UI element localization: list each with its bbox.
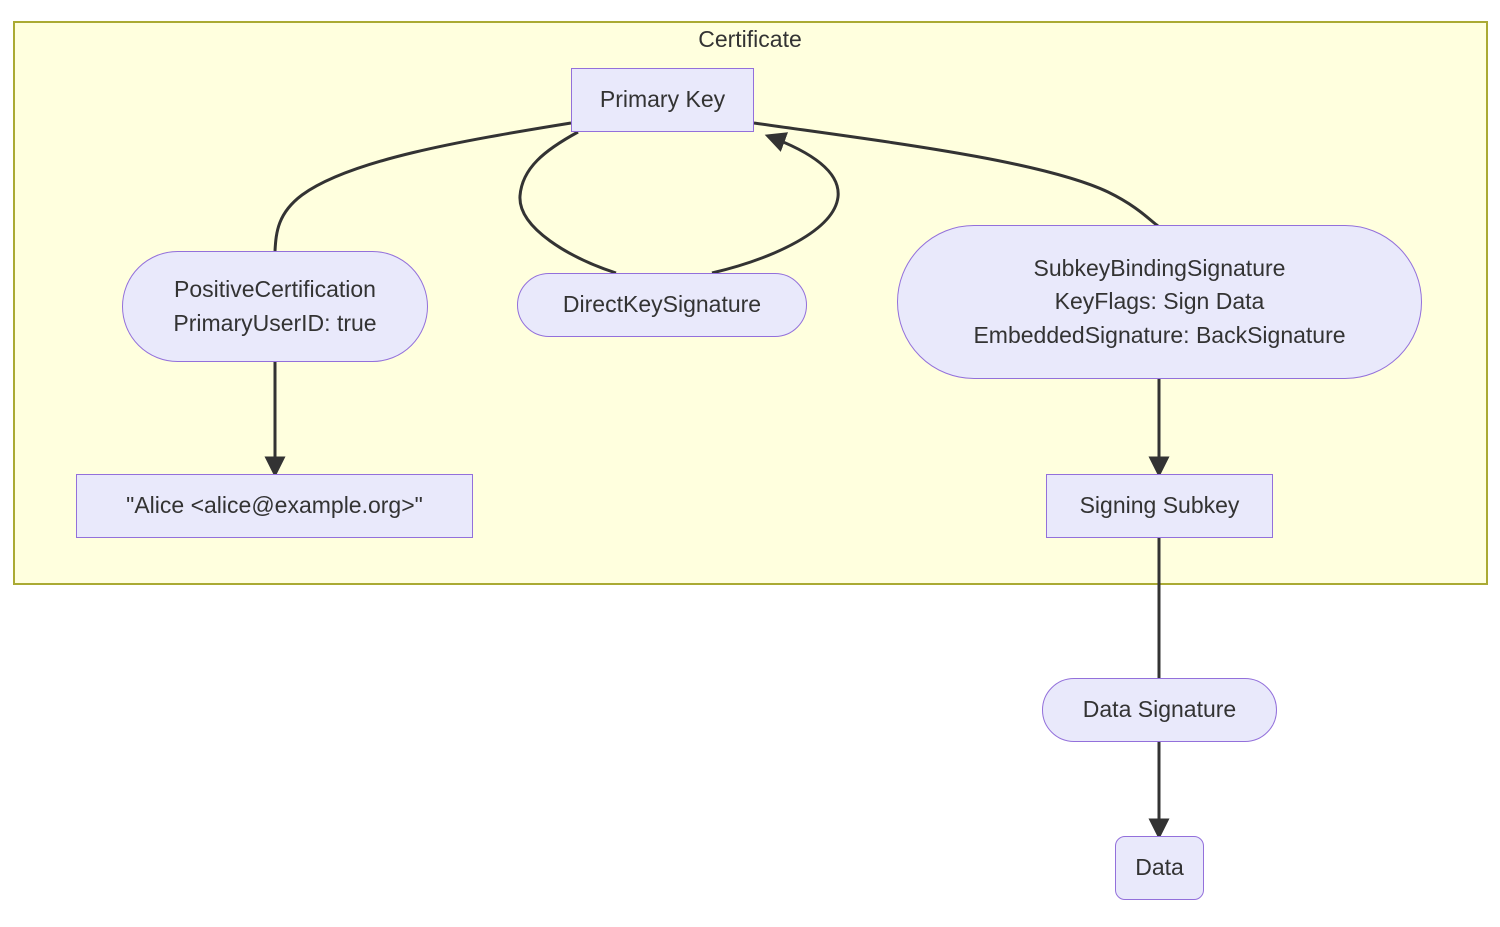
node-data[interactable]: Data: [1115, 836, 1204, 900]
edge-directkeysignature-to-primarykey: [711, 132, 840, 275]
edge-primarykey-to-positivecertification: [273, 121, 572, 252]
edge-primarykey-to-directkeysignature: [518, 130, 617, 275]
node-positive-certification[interactable]: PositiveCertification PrimaryUserID: tru…: [122, 251, 428, 362]
node-signing-subkey[interactable]: Signing Subkey: [1046, 474, 1273, 538]
node-primary-key[interactable]: Primary Key: [571, 68, 754, 132]
edge-layer: [264, 121, 1170, 840]
node-user-id[interactable]: "Alice <alice@example.org>": [76, 474, 473, 538]
edge-primarykey-to-subkeybindingsignature: [753, 121, 1161, 227]
node-direct-key-signature[interactable]: DirectKeySignature: [517, 273, 807, 337]
node-subkey-binding-signature[interactable]: SubkeyBindingSignature KeyFlags: Sign Da…: [897, 225, 1422, 379]
subgraph-label-certificate: Certificate: [698, 26, 802, 52]
node-data-signature[interactable]: Data Signature: [1042, 678, 1277, 742]
